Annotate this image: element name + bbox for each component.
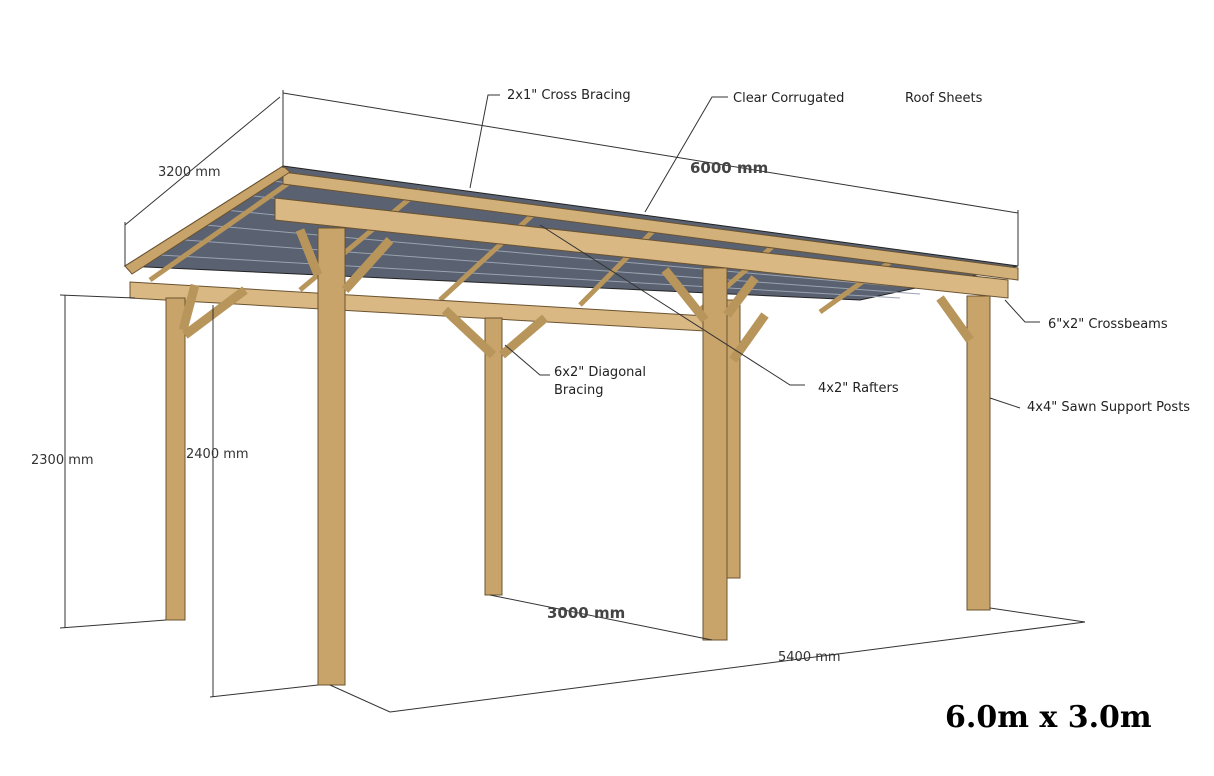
label-diagonal-bracing-2: Bracing xyxy=(554,383,604,398)
front-crossbeam xyxy=(274,197,1009,299)
support-posts xyxy=(165,227,991,686)
size-title: 6.0m x 3.0m xyxy=(945,700,1152,735)
dim-post-span-length: 5400 mm xyxy=(778,650,841,665)
dim-height-back: 2300 mm xyxy=(31,453,94,468)
label-support-posts: 4x4" Sawn Support Posts xyxy=(1027,400,1191,415)
dim-post-span-width: 3000 mm xyxy=(547,604,626,622)
dim-height-front: 2400 mm xyxy=(186,447,249,462)
end-beam xyxy=(124,165,291,275)
label-diagonal-bracing: 6x2" Diagonal xyxy=(554,365,646,380)
label-crossbeams: 6"x2" Crossbeams xyxy=(1048,317,1168,332)
label-rafters: 4x2" Rafters xyxy=(818,381,899,396)
label-roof-sheets: Roof Sheets xyxy=(905,91,983,106)
dim-width: 3200 mm xyxy=(158,165,221,180)
label-clear-corrugated: Clear Corrugated xyxy=(733,91,845,106)
back-crossbeam xyxy=(282,171,1019,281)
dim-length: 6000 mm xyxy=(690,159,769,177)
label-cross-bracing: 2x1" Cross Bracing xyxy=(507,88,631,103)
dimension-lines xyxy=(59,90,1086,713)
